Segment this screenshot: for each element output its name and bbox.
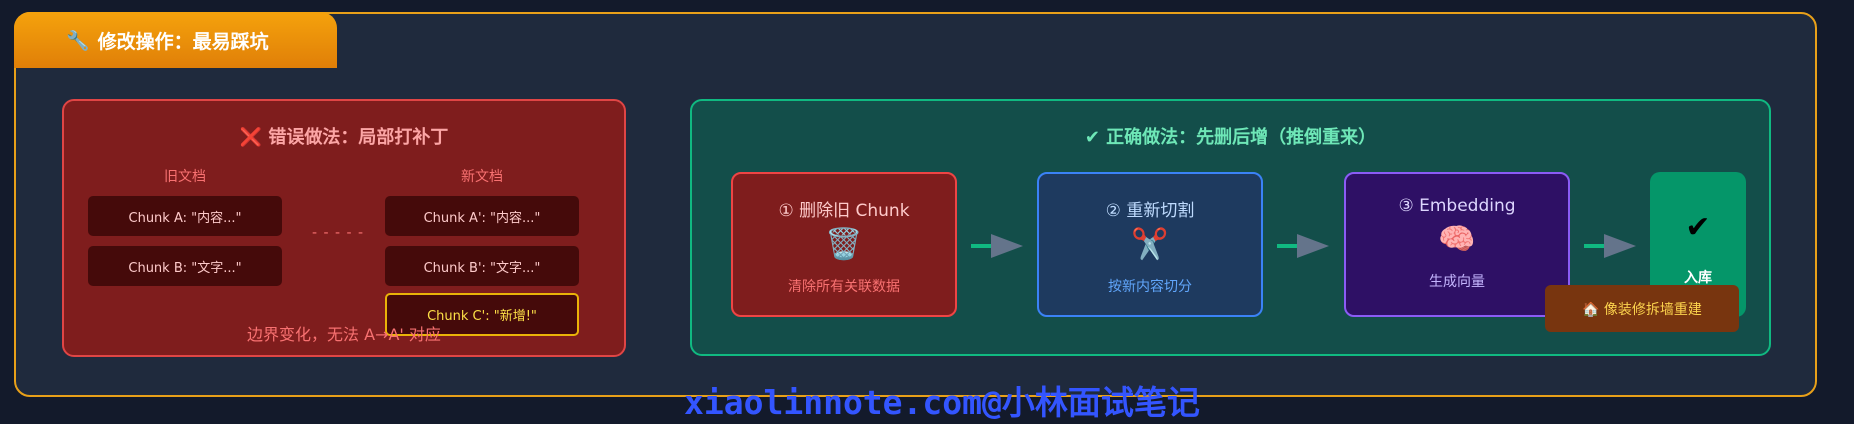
mismatch-dashes: - - - - - [312, 225, 365, 241]
new-chunk-added: Chunk C': "新增!" [385, 293, 579, 336]
step-title: ① 删除旧 Chunk [778, 201, 910, 221]
analogy-tooltip: 🏠 像装修拆墙重建 [1545, 285, 1739, 332]
old-chunk: Chunk B: "文字..." [88, 246, 282, 286]
wrong-approach-card: ❌ 错误做法：局部打补丁 旧文档 新文档 Chunk A: "内容..." Ch… [62, 99, 626, 357]
section-header: 🔧 修改操作：最易踩坑 [14, 12, 337, 68]
step-delete: ① 删除旧 Chunk 🗑️ 清除所有关联数据 [731, 172, 957, 317]
old-chunk: Chunk A: "内容..." [88, 196, 282, 236]
wrong-title: ❌ 错误做法：局部打补丁 [64, 123, 624, 149]
step-desc: 清除所有关联数据 [788, 279, 900, 295]
wrong-title-text: 错误做法：局部打补丁 [268, 127, 449, 148]
cross-icon: ❌ [239, 127, 263, 148]
arrow-icon [1277, 234, 1329, 258]
correct-title: ✔ 正确做法：先删后增（推倒重来） [1084, 127, 1377, 148]
arrow-icon [1584, 234, 1636, 258]
new-doc-label: 新文档 [461, 169, 503, 185]
step-title: ③ Embedding [1398, 196, 1516, 216]
section-title: 修改操作：最易踩坑 [97, 30, 269, 53]
store-label: 入库 [1684, 270, 1712, 286]
scissors-icon: ✂️ [1131, 227, 1169, 262]
trash-icon: 🗑️ [825, 227, 863, 262]
arrow-icon [971, 234, 1023, 258]
wrench-icon: 🔧 [66, 29, 90, 52]
step-desc: 按新内容切分 [1108, 279, 1192, 295]
step-title: ② 重新切割 [1105, 201, 1195, 221]
old-doc-label: 旧文档 [164, 169, 206, 185]
step-rechunk: ② 重新切割 ✂️ 按新内容切分 [1037, 172, 1263, 317]
step-embedding: ③ Embedding 🧠 生成向量 [1344, 172, 1570, 317]
brain-icon: 🧠 [1438, 222, 1476, 257]
new-chunk: Chunk A': "内容..." [385, 196, 579, 236]
step-desc: 生成向量 [1429, 274, 1485, 290]
watermark: xiaolinnote.com@小林面试笔记 [684, 383, 1200, 422]
wrong-note: 边界变化，无法 A→A' 对应 [247, 325, 441, 344]
new-chunk: Chunk B': "文字..." [385, 246, 579, 286]
check-icon: ✔ [1685, 210, 1711, 245]
